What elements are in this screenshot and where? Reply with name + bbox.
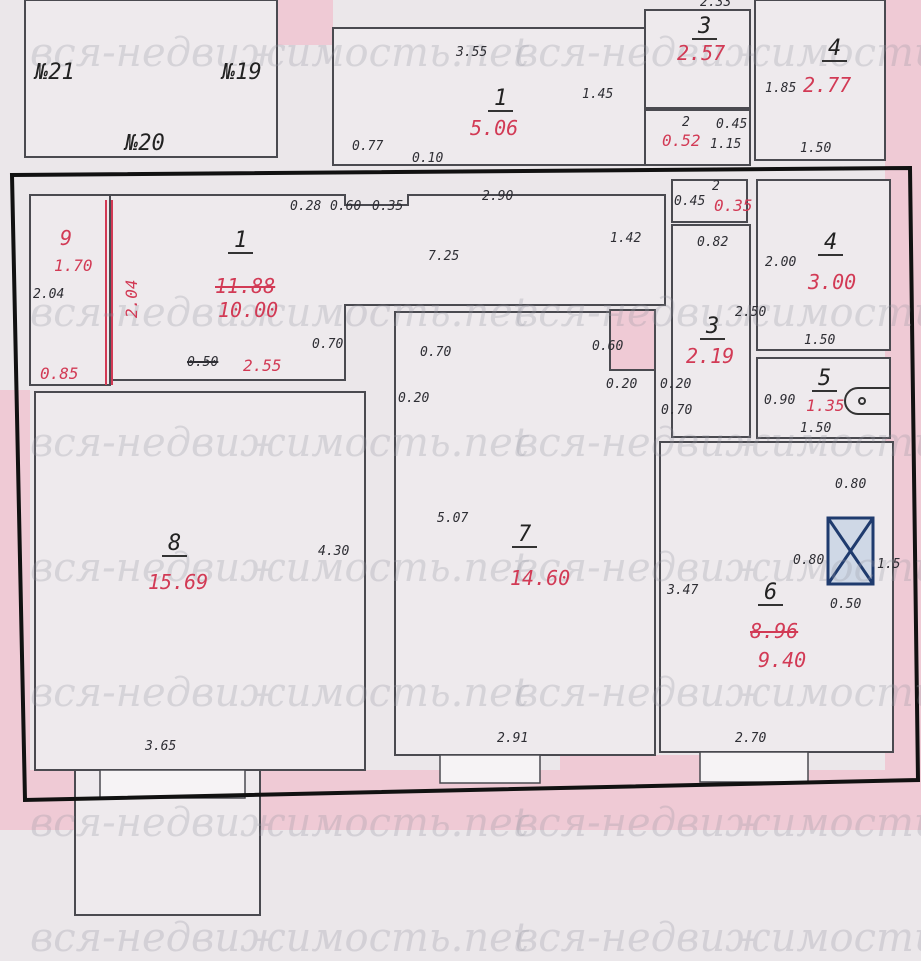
dimension: 2.50 — [735, 305, 767, 320]
neighbor-label-19: №19 — [222, 60, 262, 85]
upper-room-1-number: 1 — [488, 88, 514, 112]
room-9-area: 1.70 — [54, 256, 93, 275]
dimension: 0.20 — [398, 391, 430, 406]
bathtub-icon — [844, 387, 890, 415]
upper-dim: 1.50 — [800, 141, 832, 156]
room-1-area-old: 11.88 — [215, 274, 276, 298]
dimension: 2.90 — [482, 189, 514, 204]
room-3-number: 3 — [700, 316, 726, 340]
dimension-red-vertical: 2.04 — [122, 279, 141, 318]
neighbor-label-20: №20 — [125, 131, 165, 156]
room-5-area: 1.35 — [806, 396, 845, 415]
upper-room-2-area: 0.52 — [662, 131, 701, 150]
room-6-number: 6 — [758, 582, 784, 606]
room-1-area: 10.00 — [218, 298, 279, 322]
upper-dim: 1.15 — [710, 137, 742, 152]
dimension: 0.20 — [606, 377, 638, 392]
dimension: 0.35 — [372, 199, 404, 214]
room-6-area: 9.40 — [758, 648, 807, 672]
neighbor-label-21: №21 — [35, 60, 75, 85]
dimension: 2.04 — [33, 287, 65, 302]
dimension: 0.82 — [697, 235, 729, 250]
dimension: 1.50 — [800, 421, 832, 436]
dimension: 0.45 — [674, 194, 706, 209]
dimension: 0.28 — [290, 199, 322, 214]
dimension: 0.20 — [660, 377, 692, 392]
upper-dim: 1.45 — [582, 87, 614, 102]
room-8-area: 15.69 — [148, 570, 209, 594]
dimension: 0.80 — [793, 553, 825, 568]
upper-dim: 3.55 — [456, 45, 488, 60]
dimension: 3.65 — [145, 739, 177, 754]
dimension: 5.07 — [437, 511, 469, 526]
dimension: 0.70 — [420, 345, 452, 360]
stove-icon — [826, 516, 875, 586]
dimension: 1.50 — [804, 333, 836, 348]
upper-dim: 0.45 — [716, 117, 748, 132]
dimension: 2.70 — [735, 731, 767, 746]
room-walls — [24, 0, 894, 916]
upper-dim: 0.10 — [412, 151, 444, 166]
dimension: 1.42 — [610, 231, 642, 246]
apartment-outline — [9, 165, 921, 803]
dimension-struck: 0.50 — [187, 355, 219, 370]
room-3-area: 2.19 — [686, 344, 735, 368]
dimension: 0.70 — [661, 403, 693, 418]
closet-partition — [105, 200, 113, 385]
dimension: 7.25 — [428, 249, 460, 264]
dimension: 1.5 — [877, 557, 901, 572]
upper-room-4-area: 2.77 — [803, 73, 852, 97]
upper-dim: 2.33 — [700, 0, 732, 10]
upper-room-4-number: 4 — [822, 38, 848, 62]
room-2-number: 2 — [712, 179, 720, 194]
dimension: 3.47 — [667, 583, 699, 598]
windows — [99, 751, 809, 799]
room-2-area: 0.35 — [714, 196, 753, 215]
dimension: 0.50 — [830, 597, 862, 612]
upper-room-2-number: 2 — [682, 115, 690, 130]
dimension: 4.30 — [318, 544, 350, 559]
dimension: 0.60 — [330, 199, 362, 214]
dimension: 0.60 — [592, 339, 624, 354]
room-6-area-old: 8.96 — [750, 619, 799, 643]
upper-dim: 0.77 — [352, 139, 384, 154]
room-1-number: 1 — [228, 230, 254, 254]
upper-dim: 1.85 — [765, 81, 797, 96]
room-9-number: 9 — [60, 226, 73, 250]
dimension: 0.70 — [312, 337, 344, 352]
upper-room-3-number: 3 — [692, 16, 718, 40]
room-7-number: 7 — [512, 524, 538, 548]
dimension: 2.00 — [765, 255, 797, 270]
dimension-red: 2.55 — [243, 356, 282, 375]
room-7-area: 14.60 — [510, 566, 571, 590]
dimension: 2.91 — [497, 731, 529, 746]
upper-room-1-area: 5.06 — [470, 116, 519, 140]
room-5-number: 5 — [812, 368, 838, 392]
room-4-area: 3.00 — [808, 270, 857, 294]
room-4-number: 4 — [818, 232, 844, 256]
dimension-red: 0.85 — [40, 364, 79, 383]
room-8-number: 8 — [162, 533, 188, 557]
dimension: 0.80 — [835, 477, 867, 492]
upper-room-3-area: 2.57 — [677, 41, 726, 65]
dimension: 0.90 — [764, 393, 796, 408]
